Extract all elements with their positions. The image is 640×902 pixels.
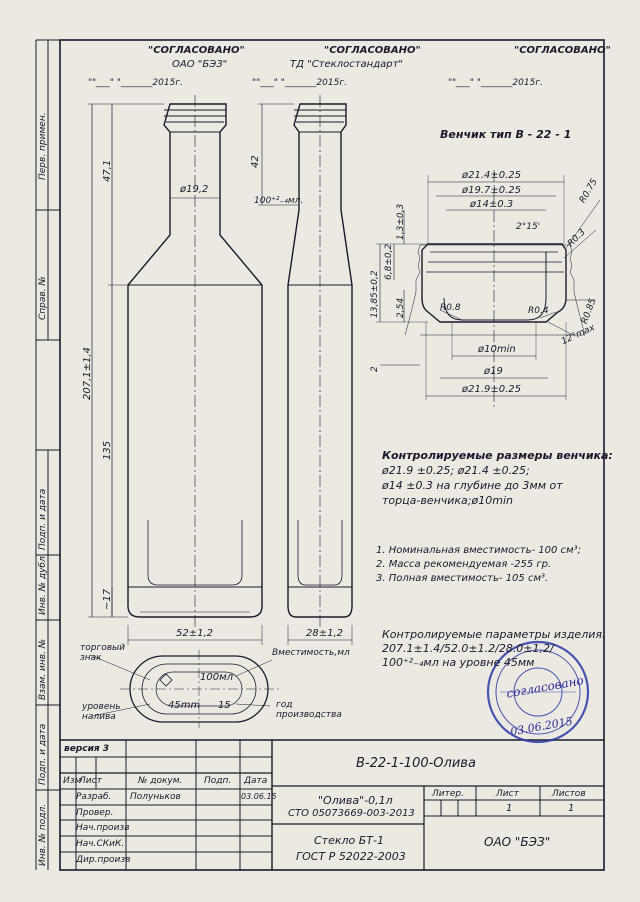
finish-dim-h2: 6,8±0,2 — [384, 243, 394, 280]
side-label-sprav: Справ. № — [38, 276, 48, 320]
finish-title: Венчик тип В - 22 - 1 — [440, 128, 572, 141]
dim-front-width: 52±1,2 — [176, 628, 214, 639]
tb-product-line1: "Олива"-0,1л — [318, 794, 393, 807]
notes-controlled-finish: Контролируемые размеры венчика: ø21.9 ±0… — [382, 448, 613, 508]
note-line: 207.1±1.4/52.0±1.2/28.0±1,2/ — [382, 642, 554, 655]
bottom-mark-level: 45mm — [168, 700, 201, 711]
tb-row-prover: Провер. — [76, 808, 114, 818]
finish-dim-h3: 13,85±0,2 — [370, 270, 380, 318]
finish-dim-d6: ø21.9±0.25 — [462, 384, 522, 395]
fill-level-label: уровень налива — [82, 702, 121, 722]
note-line: 100⁺²₋₄мл на уровне 45мм — [382, 656, 535, 669]
tb-sheet-number: 1 — [506, 803, 513, 814]
finish-dim-d2: ø19.7±0.25 — [462, 185, 522, 196]
fill-volume-label: 100⁺²₋₄мл. — [254, 196, 304, 206]
approval-title-2: "СОГЛАСОВАНО" — [324, 45, 421, 56]
tb-sheets-count: 1 — [568, 803, 575, 814]
note-line: 3. Полная вместимость- 105 см³. — [376, 573, 549, 584]
tb-row-dir: Дир.произв — [76, 855, 131, 865]
tb-material-line1: Стекло БТ-1 — [314, 834, 384, 847]
sheet-frame — [59, 39, 605, 871]
side-label-perv-primen: Перв. примен. — [38, 112, 48, 180]
tb-version: версия 3 — [64, 744, 110, 754]
note-line: Контролируемые параметры изделия: — [382, 628, 606, 641]
finish-radius-r5: R0.4 — [528, 306, 549, 316]
dim-neck-height: 47,1 — [102, 159, 113, 182]
capacity-label: Вместимость,мл — [272, 648, 350, 658]
note-line: торца-венчика;ø10min — [382, 494, 513, 507]
dim-total-height: 207,1±1,4 — [82, 347, 93, 400]
tb-row-nachsk: Нач.СКиК. — [76, 839, 125, 849]
approval-org-1: ОАО "БЭЗ" — [172, 59, 228, 70]
finish-radius-r4: R0.8 — [440, 303, 461, 313]
bottom-mark-view — [89, 650, 280, 728]
note-line: ø14 ±0.3 на глубине до 3мм от — [382, 479, 563, 492]
bottom-mark-volume: 100мл — [200, 672, 234, 683]
tb-company: ОАО "БЭЗ" — [484, 835, 551, 849]
tb-material-line2: ГОСТ Р 52022-2003 — [296, 850, 406, 863]
finish-dim-d1: ø21.4±0.25 — [462, 170, 522, 181]
side-label-podp-data-1: Подп. и дата — [38, 488, 48, 550]
note-line: 1. Номинальная вместимость- 100 см³; — [376, 545, 581, 556]
side-label-inv-dubl: Инв. № дубл. — [38, 553, 48, 615]
tb-razrab-date: 03.06.15 — [241, 792, 277, 801]
finish-dim-d3: ø14±0.3 — [470, 199, 514, 210]
approval-title-3: "СОГЛАСОВАНО" — [514, 45, 611, 56]
finish-dim-h1: 1,3±0,3 — [396, 203, 406, 240]
tb-header-data: Дата — [244, 776, 268, 786]
tb-header-list: Лист — [79, 776, 102, 786]
dim-fill-level: 42 — [250, 155, 261, 168]
dim-body-height: 135 — [102, 440, 113, 460]
production-year-label: год производства — [276, 700, 342, 720]
tb-header-liter: Литер. — [432, 789, 464, 799]
tb-header-podp: Подп. — [204, 776, 232, 786]
side-label-inv-podl: Инв. № подл. — [38, 803, 48, 866]
tb-header-izm: Изм — [63, 776, 82, 786]
dim-neck-diameter: ø19,2 — [180, 184, 209, 195]
title-block — [60, 739, 604, 870]
note-line: 2. Масса рекомендуемая -255 гр. — [376, 559, 552, 570]
tb-row-nach: Нач.произв — [76, 823, 130, 833]
note-line: Контролируемые размеры венчика: — [382, 449, 613, 462]
approval-stamp — [486, 640, 590, 744]
bottom-mark-year: 15 — [218, 700, 231, 711]
approval-org-2: ТД "Стеклостандарт" — [290, 59, 404, 70]
tb-header-sheets: Листов — [552, 789, 586, 799]
trademark-label: торговый знак — [80, 643, 125, 663]
bottle-front-view — [88, 95, 263, 645]
dim-side-width: 28±1,2 — [306, 628, 344, 639]
finish-dim-h5: 2 — [370, 366, 380, 372]
finish-dim-h4: 2,54 — [396, 297, 406, 318]
approval-date-2: ""___" "_______2015г. — [252, 78, 347, 88]
dim-bottom-height: ~17 — [102, 588, 113, 610]
finish-angle: 2°15' — [516, 222, 541, 232]
tb-razrab-name: Полуньков — [130, 792, 181, 802]
approval-date-1: ""___" "_______2015г. — [88, 78, 183, 88]
side-label-vzam-inv: Взам. инв. № — [38, 638, 48, 700]
tb-product-line2: СТО 05073669-003-2013 — [288, 808, 415, 819]
notes-capacity: 1. Номинальная вместимость- 100 см³; 2. … — [376, 544, 581, 586]
notes-params: Контролируемые параметры изделия: 207.1±… — [382, 628, 606, 670]
approval-title-1: "СОГЛАСОВАНО" — [148, 45, 245, 56]
tb-row-razrab: Разраб. — [76, 792, 112, 802]
tb-designation: В-22-1-100-Олива — [356, 756, 476, 771]
finish-detail-view — [376, 170, 601, 410]
bottle-side-view — [258, 95, 353, 645]
approval-date-3: ""___" "_______2015г. — [448, 78, 543, 88]
side-label-podp-data-2: Подп. и дата — [38, 723, 48, 785]
note-line: ø21.9 ±0.25; ø21.4 ±0.25; — [382, 464, 530, 477]
finish-dim-d5: ø19 — [484, 366, 503, 377]
finish-dim-d4: ø10min — [478, 344, 516, 355]
tb-header-sheet: Лист — [496, 789, 519, 799]
tb-header-doc: № докум. — [138, 776, 183, 786]
